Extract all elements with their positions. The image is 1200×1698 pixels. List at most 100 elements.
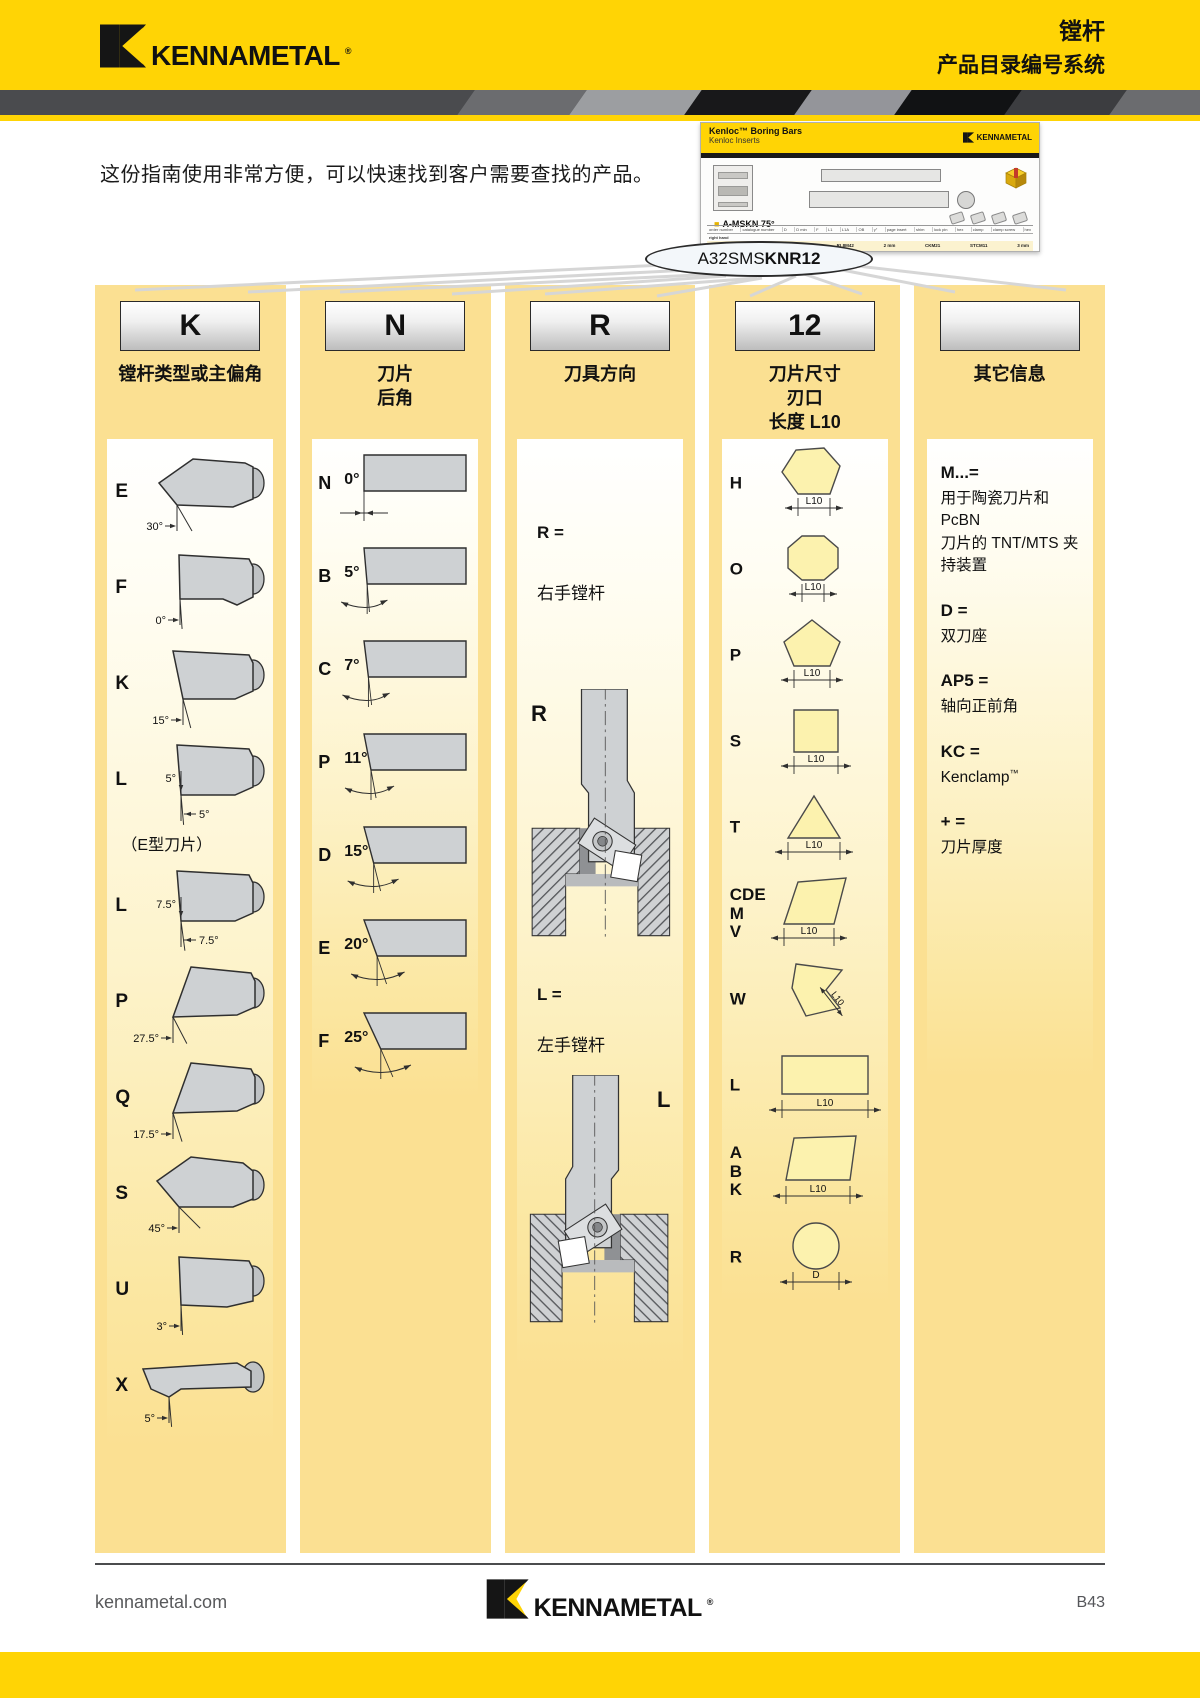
footer-site-link[interactable]: kennametal.com — [95, 1592, 228, 1612]
note-key: M...= — [940, 463, 979, 482]
bar-style-diagram: 0° — [156, 554, 266, 629]
bar-style-diagram: 27.5° — [134, 966, 266, 1045]
code-box-12: 12 — [734, 301, 875, 351]
tool-note: （E型刀片） — [121, 837, 213, 854]
insert-cross-section-diagram — [354, 1012, 467, 1079]
column-label: 刀片尺寸 刃口 长度 L10 — [768, 364, 841, 432]
bar-style-letter: U — [115, 1279, 130, 1300]
catalog-thumb-brand: KENNAMETAL — [962, 132, 1032, 143]
bar-style-diagram: 45° — [149, 1156, 266, 1235]
bar-style-letter: L — [115, 769, 127, 790]
svg-text:0°: 0° — [156, 615, 167, 627]
clearance-angle-value: 7° — [344, 657, 360, 674]
mini-table-cell: CKM21 — [925, 243, 941, 248]
rhombus-shape-icon: L10 — [770, 877, 847, 946]
package-box-icon — [1005, 167, 1027, 189]
bar-style-row: U 3° — [107, 1245, 273, 1341]
note-key: KC = — [940, 741, 980, 761]
insert-hardware-icons — [948, 211, 1029, 225]
svg-text:7.5°: 7.5° — [199, 935, 219, 947]
column-label: 刀具方向 — [563, 364, 636, 384]
insert-shape-letters: O — [729, 559, 744, 579]
insert-shape-row: H L10 — [722, 441, 888, 527]
clearance-letter: P — [318, 752, 331, 772]
catalog-thumb-black-stripe — [701, 153, 1039, 158]
bar-style-diagram: 30° — [147, 458, 266, 533]
catalog-thumbnail-header: Kenloc™ Boring Bars Kenloc Inserts KENNA… — [701, 123, 1039, 153]
note-text: 刀片厚度 — [940, 839, 1003, 857]
bar-style-row: L 5°5° — [107, 735, 273, 831]
mini-table-header: L1 — [826, 227, 833, 232]
registered-mark: ® — [706, 1597, 714, 1607]
insert-shape-letters: R — [729, 1247, 743, 1267]
bar-style-letter: Q — [115, 1087, 131, 1108]
insert-cross-section-diagram — [347, 826, 467, 893]
clearance-letter: D — [318, 845, 332, 865]
svg-text:L10: L10 — [816, 1098, 833, 1109]
column-hand: R 刀具方向 R = 右手镗杆 R L = 左手镗杆 L — [504, 285, 696, 1553]
clearance-letter: E — [318, 938, 331, 958]
square-shape-icon: L10 — [780, 709, 851, 774]
kennametal-k-mark-icon — [962, 132, 974, 143]
mini-table-header: hex — [1022, 227, 1031, 232]
order-code-prefix: A32SMS — [697, 249, 765, 268]
left-hand-desc: 左手镗杆 — [536, 1036, 605, 1055]
insert-shape-letters: P — [729, 645, 742, 665]
page-title: 镗杆 — [1059, 18, 1105, 44]
catalog-thumbnail: Kenloc™ Boring Bars Kenloc Inserts KENNA… — [700, 122, 1040, 252]
mini-table-header: clamp — [970, 227, 984, 232]
kennametal-k-mark-icon — [100, 24, 146, 68]
brand-wordmark: KENNAMETAL — [533, 1594, 703, 1622]
right-hand-letter: R — [530, 701, 547, 726]
other-info-note: KC =Kenclamp™ — [941, 742, 1087, 790]
mini-table-header: hex — [954, 227, 964, 232]
other-info-note: D =双刀座 — [941, 601, 1087, 648]
insert-shape-letters: H — [729, 473, 743, 493]
mini-table-header: γ° — [871, 227, 878, 232]
insert-cross-section-diagram — [342, 640, 467, 707]
right-hand-boring-diagram — [525, 685, 675, 941]
footer-brand: KENNAMETAL ® — [486, 1577, 714, 1622]
boring-bar-drawing — [809, 191, 949, 208]
svg-text:5°: 5° — [166, 773, 177, 785]
triangle-shape-icon: L10 — [774, 794, 853, 860]
bar-end-view — [957, 191, 975, 209]
order-code-bold: KNR12 — [764, 249, 821, 268]
note-text: 双刀座 — [940, 627, 988, 645]
circle-shape-icon: D — [779, 1222, 852, 1290]
svg-text:L10: L10 — [807, 754, 824, 765]
code-box-n: N — [325, 301, 466, 351]
other-info-note: + =刀片厚度 — [941, 812, 1087, 859]
bottom-yellow-bar — [0, 1652, 1200, 1698]
bar-style-diagram: 5°5° — [166, 744, 266, 825]
bar-style-diagram: 17.5° — [134, 1062, 266, 1142]
svg-text:30°: 30° — [147, 521, 164, 533]
bar-style-diagram: 3° — [157, 1256, 266, 1335]
footer-rule — [95, 1563, 1105, 1565]
hexagon-shape-icon: L10 — [780, 447, 843, 516]
catalog-thumb-title: Kenloc™ Boring Bars — [709, 126, 803, 136]
svg-text:D: D — [812, 1270, 819, 1281]
